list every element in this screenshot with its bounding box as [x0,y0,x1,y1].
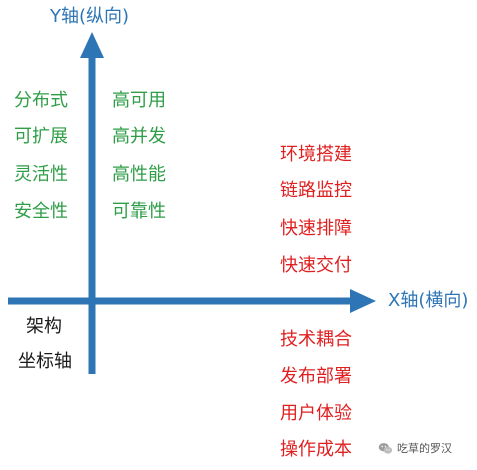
quadrant-br-item: 技术耦合 [280,329,352,350]
quadrant-tr-item: 快速交付 [280,255,352,276]
quadrant-tr-item: 快速排障 [280,218,352,239]
quadrant-tl-b-item: 高并发 [112,126,166,147]
quadrant-tl-b-item: 高可用 [112,90,166,111]
quadrant-tl-a-item: 安全性 [14,201,68,222]
quadrant-br-item: 发布部署 [280,366,352,387]
quadrant-tl-a-item: 分布式 [14,90,68,111]
x-axis-title: X轴(横向) [388,290,469,311]
quadrant-bl-item: 架构 [26,316,62,337]
quadrant-tl-b-item: 可靠性 [112,201,166,222]
wechat-icon [378,442,393,454]
y-axis-title: Y轴(纵向) [50,6,130,27]
quadrant-tr-item: 环境搭建 [280,144,352,165]
watermark: 吃草的罗汉 [378,440,452,456]
quadrant-br-item: 用户体验 [280,403,352,424]
quadrant-tl-a-item: 灵活性 [14,164,68,185]
watermark-text: 吃草的罗汉 [397,442,452,455]
quadrant-tl-b-item: 高性能 [112,164,166,185]
quadrant-br-item: 操作成本 [280,439,352,460]
x-axis-arrowhead [350,289,376,313]
quadrant-tl-a-item: 可扩展 [14,126,68,147]
quadrant-bl-item: 坐标轴 [18,351,72,372]
quadrant-tr-item: 链路监控 [280,180,352,201]
y-axis-arrowhead [80,32,104,58]
